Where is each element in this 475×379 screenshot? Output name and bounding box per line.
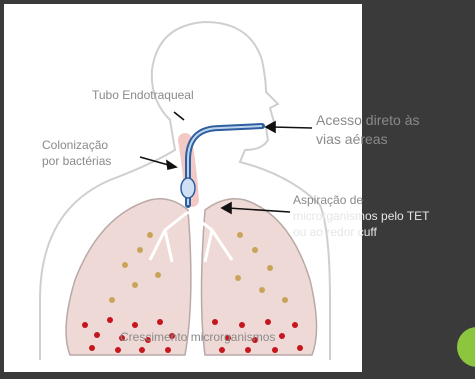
aspiration-label-line2: microrganismos pelo TET — [293, 209, 430, 223]
direct-access-label-line2: vias aéreas — [316, 131, 388, 147]
aspiration-label-line1: Aspiração de — [293, 193, 363, 207]
colonization-label-line1: Colonização — [42, 138, 108, 152]
direct-access-label-line1: Acesso direto às — [316, 112, 420, 128]
colonization-label-line2: por bactérias — [42, 154, 111, 168]
tube-label: Tubo Endotraqueal — [92, 88, 194, 102]
aspiration-label-line3: ou ao redor cuff — [293, 225, 377, 239]
cuff — [181, 178, 195, 198]
growth-label: Crescimento microrganismos — [120, 330, 275, 344]
